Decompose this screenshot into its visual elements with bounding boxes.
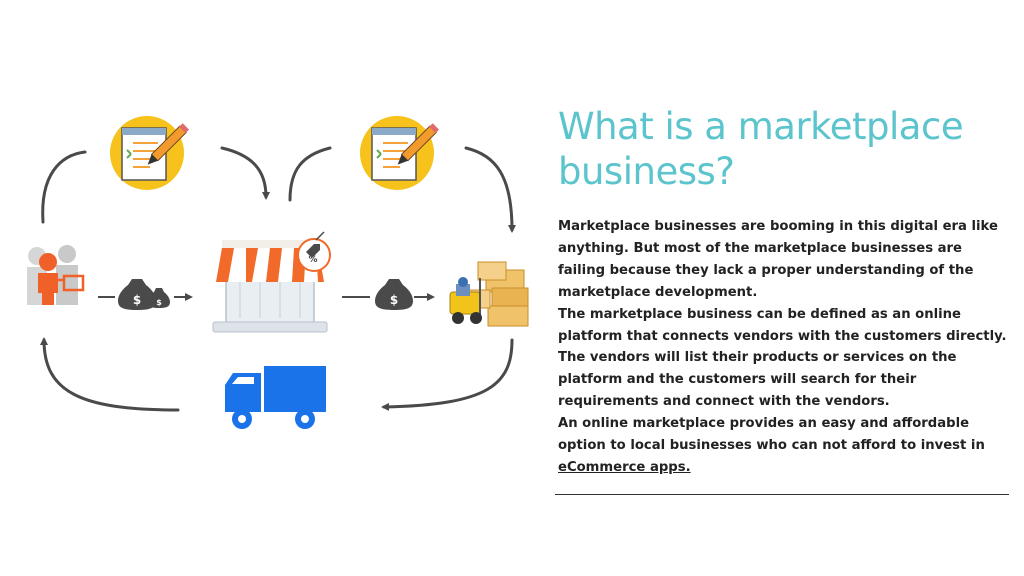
discount-tag-icon: % — [297, 231, 331, 272]
customers-icon — [27, 245, 85, 305]
arrow-store-to-form — [288, 146, 332, 202]
online-store-icon — [212, 240, 328, 333]
money-bags-icon: $ $ — [118, 279, 170, 310]
arrow-warehouse-to-truck — [381, 338, 514, 411]
currency-symbol: $ — [156, 298, 162, 307]
warehouse-forklift-icon — [449, 261, 529, 327]
arrow-form-to-warehouse — [464, 146, 516, 233]
paragraph: The marketplace business can be defined … — [558, 306, 1007, 344]
paragraph: Marketplace businesses are booming in th… — [558, 219, 998, 300]
ecommerce-apps-link[interactable]: eCommerce apps. — [558, 459, 691, 475]
arrow-customers-to-form — [41, 150, 87, 224]
currency-symbol: $ — [133, 293, 141, 307]
svg-text:%: % — [308, 255, 317, 265]
document-edit-icon — [360, 116, 440, 190]
paragraph: An online marketplace provides an easy a… — [558, 413, 1013, 479]
page-title: What is a marketplace business? — [558, 105, 964, 193]
arrow-truck-to-customers — [40, 337, 180, 412]
paragraph: The vendors will list their products or … — [558, 350, 957, 410]
document-edit-icon — [110, 116, 190, 190]
article-body: Marketplace businesses are booming in th… — [558, 216, 1013, 479]
marketplace-flow-diagram: $ $ % $ — [27, 116, 529, 429]
currency-symbol: $ — [390, 293, 398, 307]
divider — [555, 494, 1009, 495]
delivery-truck-icon — [225, 366, 326, 429]
paragraph-text: An online marketplace provides an easy a… — [558, 416, 985, 454]
arrow-form-to-store — [220, 146, 270, 200]
money-bag-icon: $ — [375, 279, 413, 310]
